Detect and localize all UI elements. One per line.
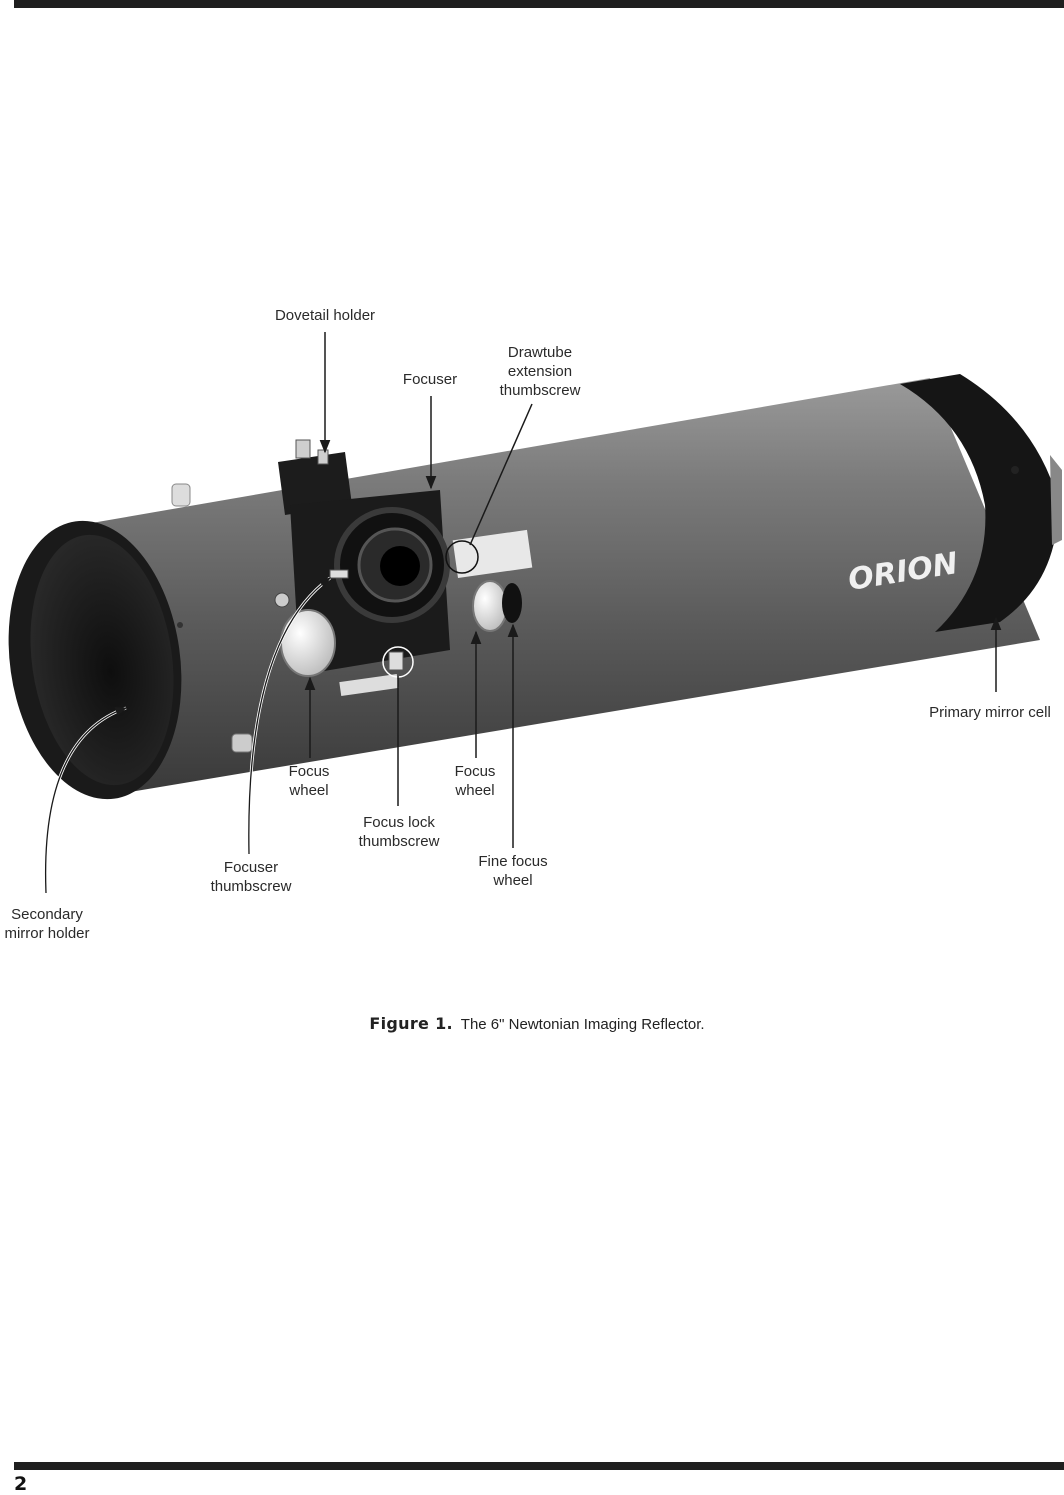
focus-wheel-left-label: Focus wheel [288, 763, 330, 799]
focuser-thumbscrew-label: Focuser thumbscrew [210, 859, 292, 895]
page-number: 2 [14, 1473, 28, 1495]
primary-mirror-cell-label: Primary mirror cell [929, 704, 1051, 721]
dovetail-holder-label: Dovetail holder [274, 307, 376, 324]
secondary-mirror-holder-label: Secondary mirror holder [4, 906, 90, 942]
tube-body [80, 378, 1040, 792]
primary-mirror-cell-ring [900, 374, 1059, 632]
focus-wheel-right-label: Focus wheel [454, 763, 496, 799]
fine-focus-wheel [502, 583, 522, 623]
focus-lock-thumbscrew-label: Focus lock thumbscrew [358, 814, 440, 850]
tube-opening [30, 534, 174, 786]
telescope-figure: ORION [0, 290, 1064, 970]
focus-wheel-right-knob [472, 580, 508, 632]
focuser-label: Focuser [402, 371, 458, 388]
focuser-thumbscrew-arrow [248, 577, 331, 855]
figure-number: Figure 1. [369, 1014, 453, 1033]
figure-caption: Figure 1. The 6" Newtonian Imaging Refle… [0, 1014, 1064, 1033]
fine-focus-wheel-label: Fine focus wheel [478, 853, 548, 889]
telescope-illustration: ORION [8, 332, 1062, 894]
figure-caption-text: The 6" Newtonian Imaging Reflector. [460, 1016, 705, 1033]
top-rule [14, 0, 1064, 8]
drawtube-highlight-circle [445, 540, 479, 574]
secondary-mirror-arrow [44, 707, 128, 894]
focus-wheel-left-knob [280, 609, 336, 677]
drawtube-extension-thumbscrew-label: Drawtube extension thumbscrew [499, 344, 581, 399]
drawtube-leader [469, 403, 533, 546]
bottom-rule [14, 1462, 1064, 1470]
dovetail-holder [278, 452, 352, 515]
